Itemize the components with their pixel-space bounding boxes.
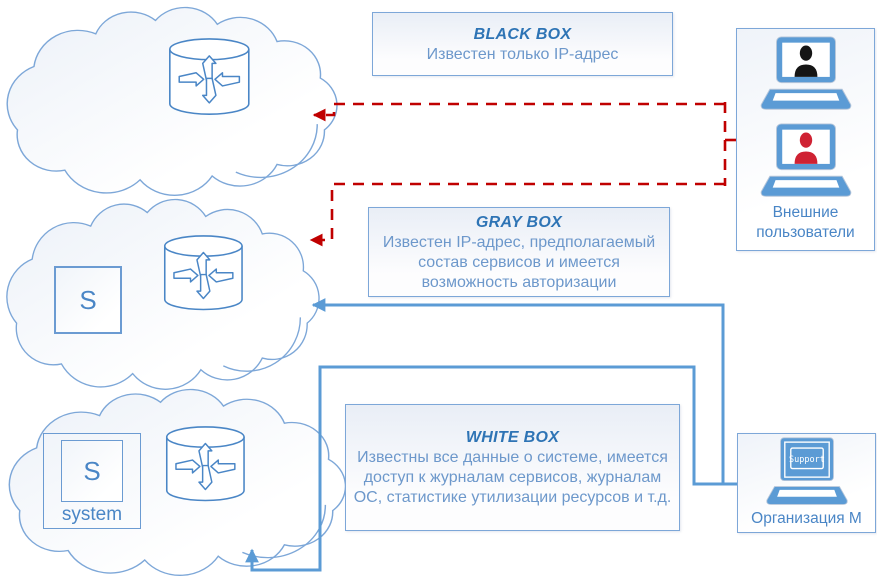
black-box-title: BLACK BOX (473, 25, 572, 43)
white-box-body-line: Известны все данные о системе, имеется (357, 449, 668, 466)
gray-box-title: GRAY BOX (475, 213, 563, 231)
support-screen-label: Support (789, 455, 825, 465)
server-box: S (54, 266, 122, 334)
white-box-caption: WHITE BOX Известны все данные о системе,… (345, 404, 680, 531)
user-icon (794, 45, 817, 77)
server-box: S (61, 440, 123, 502)
laptop-user-icon (760, 36, 851, 110)
organization-m-label: Организация М (751, 510, 862, 527)
white-box-body-line: доступ к журналам сервисов, журналам (363, 469, 662, 486)
gray-box-body-line: возможность авторизации (421, 273, 617, 291)
support-screen-frame (789, 447, 824, 470)
blue-connectors (245, 298, 737, 572)
gray-box-body-line: Известен IP-адрес, предполагаемый (382, 233, 656, 251)
red-arrow-to-black-box-cloud (312, 102, 725, 122)
external-users-label: Внешние пользователи (756, 204, 855, 241)
router-icon (170, 39, 249, 114)
red-arrow-to-gray-box-cloud (309, 182, 725, 247)
red-dashed-connectors (309, 102, 736, 247)
system-box: S system (43, 433, 141, 529)
router-icon (167, 427, 244, 501)
server-label: S (83, 455, 101, 486)
organization-m-box: Support Организация М (737, 433, 876, 533)
gray-box-caption: GRAY BOX Известен IP-адрес, предполагаем… (368, 207, 670, 297)
white-box-body-line: ОС, статистике утилизации ресурсов и т.д… (353, 489, 672, 506)
system-label: system (61, 504, 123, 525)
user-red-icon (794, 132, 817, 164)
black-box-caption: BLACK BOX Известен только IP-адрес (372, 12, 673, 76)
white-box-title: WHITE BOX (465, 429, 560, 446)
gray-box-body-line: состав сервисов и имеется (418, 253, 620, 271)
blue-arrow-to-white-box-cloud (245, 365, 737, 572)
external-users-box: Внешние пользователи (736, 28, 875, 251)
server-label: S (79, 284, 97, 315)
laptop-support-icon: Support (765, 437, 848, 505)
laptop-user-red-icon (760, 123, 851, 197)
router-icon (165, 236, 242, 310)
black-box-body: Известен только IP-адрес (426, 45, 619, 63)
